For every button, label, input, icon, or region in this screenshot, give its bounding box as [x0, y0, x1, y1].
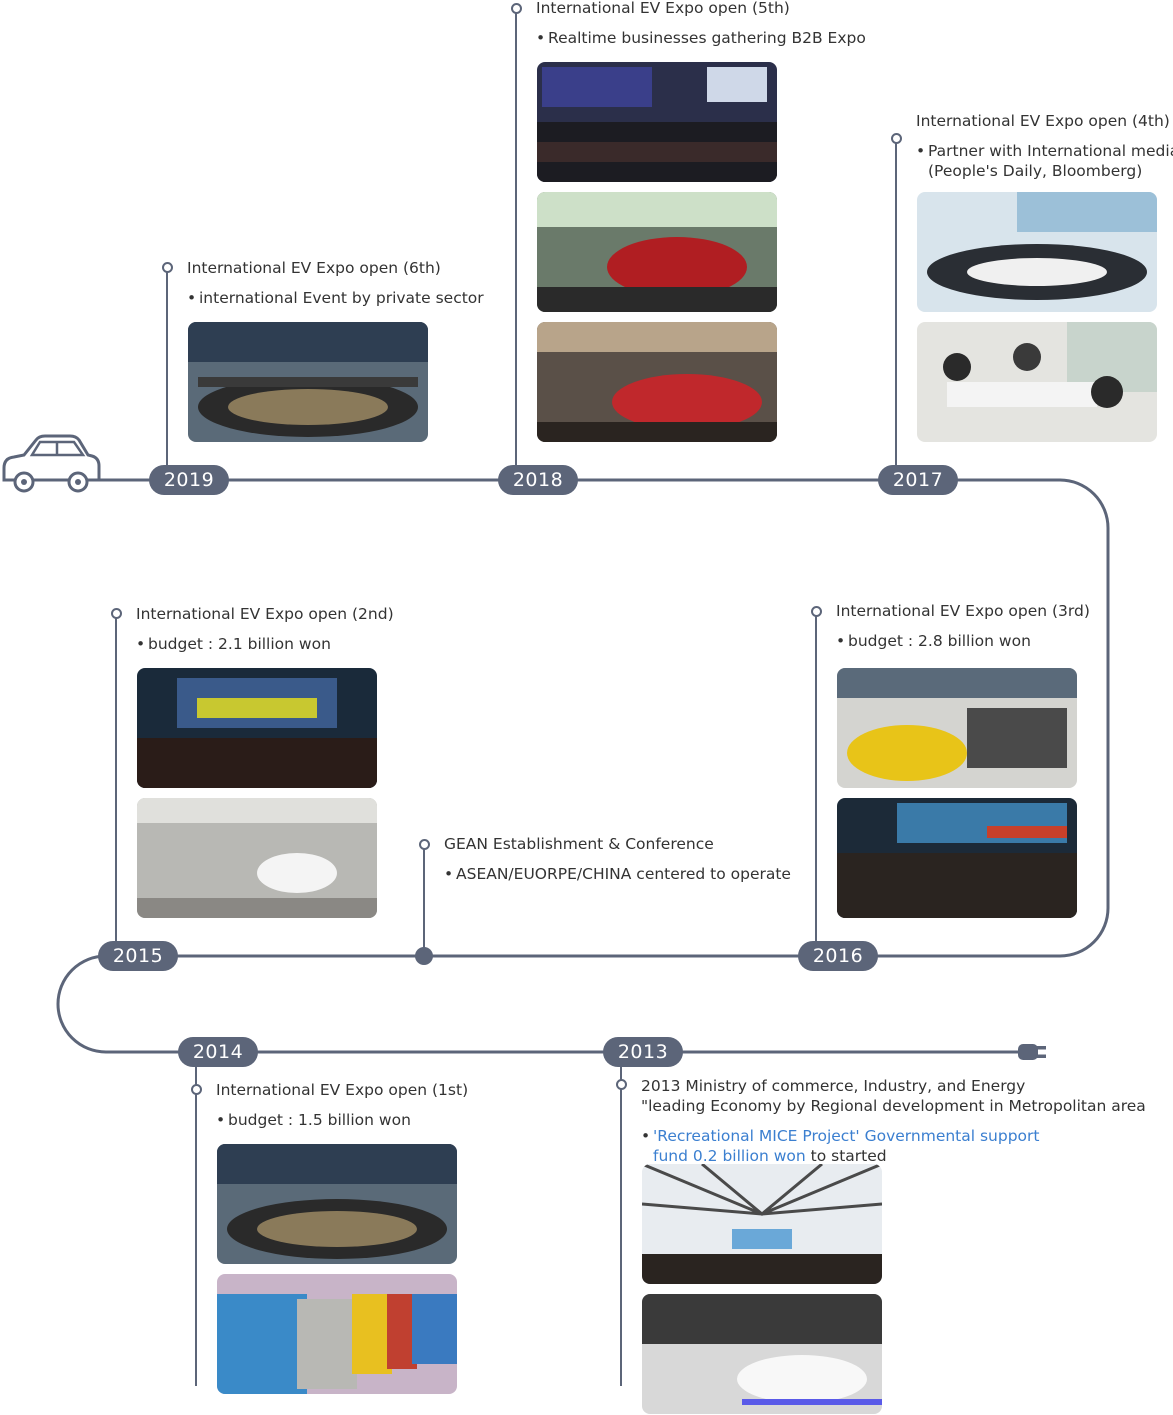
photo-2015-opening: [137, 668, 377, 788]
entry-2014: International EV Expo open (1st) •budget…: [216, 1080, 468, 1130]
entry-bullet: •budget : 2.1 billion won: [136, 635, 331, 653]
connector-gean: [423, 845, 425, 951]
connector-dot-2018: [511, 3, 522, 14]
entry-title: International EV Expo open (5th): [536, 0, 790, 17]
entry-bullet: •ASEAN/EUORPE/CHINA centered to operate: [444, 865, 791, 883]
entry-title: GEAN Establishment & Conference: [444, 835, 714, 853]
entry-bullet: •Realtime businesses gathering B2B Expo: [536, 29, 866, 47]
photo-2013-white-car: [642, 1294, 882, 1414]
connector-2014: [195, 1064, 197, 1386]
entry-bullet: •budget : 1.5 billion won: [216, 1111, 411, 1129]
entry-2019: International EV Expo open (6th) •intern…: [187, 258, 484, 308]
entry-bullet: •international Event by private sector: [187, 289, 484, 307]
entry-highlight: 'Recreational MICE Project' Governmental…: [653, 1127, 1040, 1145]
entry-gean: GEAN Establishment & Conference •ASEAN/E…: [444, 834, 791, 884]
year-badge-2014: 2014: [178, 1037, 258, 1067]
photo-2014-conference: [217, 1144, 457, 1264]
connector-dot-2017: [891, 133, 902, 144]
entry-bullet: •budget : 2.8 billion won: [836, 632, 1031, 650]
photo-2013-hall: [642, 1164, 882, 1284]
photo-2015-exhibition: [137, 798, 377, 918]
entry-2018: International EV Expo open (5th) •Realti…: [536, 0, 866, 48]
car-icon: [2, 434, 101, 493]
entry-title: 2013 Ministry of commerce, Industry, and…: [641, 1077, 1026, 1095]
entry-suffix: to started: [810, 1147, 887, 1165]
year-badge-2015: 2015: [98, 941, 178, 971]
connector-dot-gean: [419, 839, 430, 850]
year-badge-2016: 2016: [798, 941, 878, 971]
entry-title: International EV Expo open (1st): [216, 1081, 469, 1099]
photo-2014-colorful-cars: [217, 1274, 457, 1394]
photo-2018-seminar: [537, 62, 777, 182]
entry-2015: International EV Expo open (2nd) •budget…: [136, 604, 394, 654]
year-badge-2017: 2017: [878, 465, 958, 495]
entry-bullet: •Partner with International media": [916, 142, 1173, 160]
year-badge-2013: 2013: [603, 1037, 683, 1067]
connector-2016: [815, 612, 817, 944]
photo-2018-car-red: [537, 192, 777, 312]
connector-2017: [895, 139, 897, 468]
connector-dot-2019: [162, 262, 173, 273]
entry-highlight-2: fund 0.2 billion won: [653, 1147, 806, 1165]
photo-2016-yellow-car: [837, 668, 1077, 788]
connector-2015: [115, 614, 117, 944]
photo-2016-forum: [837, 798, 1077, 918]
connector-2019: [166, 268, 168, 468]
photo-2017-b2b-meeting: [917, 322, 1157, 442]
entry-2017: International EV Expo open (4th) •Partne…: [916, 111, 1173, 181]
plug-icon: [1018, 1044, 1046, 1060]
connector-2018: [515, 9, 517, 468]
entry-title-line2: "leading Economy by Regional development…: [641, 1097, 1146, 1115]
entry-title: International EV Expo open (4th): [916, 112, 1170, 130]
entry-title: International EV Expo open (3rd): [836, 602, 1090, 620]
connector-2013: [620, 1064, 622, 1386]
gean-marker-dot: [415, 947, 433, 965]
photo-2018-car-crowd: [537, 322, 777, 442]
entry-2016: International EV Expo open (3rd) •budget…: [836, 601, 1090, 651]
connector-dot-2013: [616, 1079, 627, 1090]
entry-title: International EV Expo open (6th): [187, 259, 441, 277]
entry-bullet-sub: (People's Daily, Bloomberg): [928, 162, 1143, 180]
entry-title: International EV Expo open (2nd): [136, 605, 394, 623]
year-badge-2019: 2019: [149, 465, 229, 495]
entry-bullet-sub: fund 0.2 billion won to started: [641, 1146, 1146, 1166]
year-badge-2018: 2018: [498, 465, 578, 495]
connector-dot-2015: [111, 608, 122, 619]
entry-2013: 2013 Ministry of commerce, Industry, and…: [641, 1076, 1146, 1166]
photo-2017-media-meeting: [917, 192, 1157, 312]
photo-2019-conference: [188, 322, 428, 442]
entry-bullet: •'Recreational MICE Project' Governmenta…: [641, 1127, 1040, 1145]
connector-dot-2014: [191, 1084, 202, 1095]
connector-dot-2016: [811, 606, 822, 617]
